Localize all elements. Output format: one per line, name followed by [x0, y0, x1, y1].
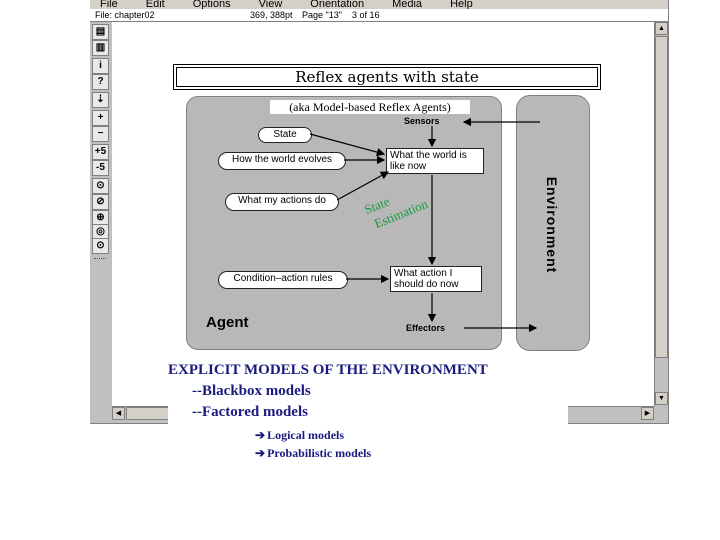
blackbox-models-item: --Blackbox models: [192, 383, 311, 399]
scroll-down-icon[interactable]: ▼: [655, 392, 668, 405]
back-5-icon[interactable]: -5: [92, 160, 109, 176]
logical-models-item: ➔Logical models: [255, 428, 344, 443]
status-page-count: 3 of 16: [352, 10, 380, 20]
scroll-left-icon[interactable]: ◀: [112, 407, 125, 420]
state-estimation-annotation: State Estimation: [360, 180, 450, 231]
prev-page-icon[interactable]: −: [92, 126, 109, 142]
scroll-right-icon[interactable]: ▶: [641, 407, 654, 420]
logical-models-label: Logical models: [267, 428, 345, 442]
help-icon[interactable]: ?: [92, 74, 109, 90]
vertical-scrollbar[interactable]: ▲ ▼: [654, 22, 668, 406]
condition-action-rules-node: Condition–action rules: [218, 271, 348, 289]
slide-subtitle: (aka Model-based Reflex Agents): [270, 100, 470, 114]
menu-bar: File Edit Options View Orientation Media Help: [90, 0, 668, 9]
status-page: Page "13": [302, 10, 342, 20]
menu-orientation[interactable]: Orientation: [310, 0, 365, 9]
explicit-models-heading: EXPLICIT MODELS OF THE ENVIRONMENT: [168, 362, 488, 378]
menu-edit[interactable]: Edit: [145, 0, 165, 9]
world-state-box: What the world is like now: [386, 148, 484, 174]
status-bar: File: chapter02 369, 388pt Page "13" 3 o…: [90, 9, 668, 22]
sensors-label: Sensors: [404, 116, 440, 126]
environment-label-wrap: Environment: [532, 120, 572, 330]
agent-panel: [186, 96, 502, 350]
arrow-right-icon: ➔: [255, 428, 266, 442]
menu-view[interactable]: View: [258, 0, 283, 9]
state-node: State: [258, 127, 312, 143]
scroll-up-icon[interactable]: ▲: [655, 22, 668, 35]
goto-page-icon[interactable]: ⇣: [92, 92, 109, 108]
action-choice-box: What action I should do now: [390, 266, 482, 292]
open-icon[interactable]: ▤: [92, 24, 109, 40]
explicit-models-block: EXPLICIT MODELS OF THE ENVIRONMENT --Bla…: [168, 360, 568, 424]
slide-title: Reflex agents with state: [173, 64, 601, 90]
status-filename: File: chapter02: [95, 10, 155, 20]
vertical-scroll-thumb[interactable]: [655, 36, 668, 358]
mark-icon[interactable]: ⊙: [92, 238, 109, 254]
agent-label: Agent: [206, 314, 249, 331]
what-my-actions-do-node: What my actions do: [225, 193, 339, 211]
toolbar-divider: [94, 258, 106, 259]
print-icon[interactable]: ▥: [92, 40, 109, 56]
how-world-evolves-node: How the world evolves: [218, 152, 346, 170]
info-icon[interactable]: i: [92, 58, 109, 74]
forward-5-icon[interactable]: +5: [92, 144, 109, 160]
menu-media[interactable]: Media: [392, 0, 423, 9]
probabilistic-models-item: ➔Probabilistic models: [255, 446, 371, 461]
environment-label: Environment: [544, 176, 560, 274]
environment-panel: [516, 95, 590, 351]
menu-options[interactable]: Options: [192, 0, 231, 9]
menu-file[interactable]: File: [100, 0, 118, 9]
effectors-label: Effectors: [406, 323, 446, 333]
side-toolbar: ▤ ▥ i ? ⇣ + − +5 -5 ⊙ ⊘ ⊕ ◎ ⊙: [90, 22, 111, 422]
probabilistic-models-label: Probabilistic models: [267, 446, 372, 460]
arrow-right-icon: ➔: [255, 446, 266, 460]
status-coordinates: 369, 388pt: [250, 10, 293, 20]
factored-models-item: --Factored models: [192, 404, 308, 420]
zoom-in-icon[interactable]: ⊙: [92, 178, 109, 194]
zoom-out-icon[interactable]: ⊘: [92, 194, 109, 210]
menu-help[interactable]: Help: [450, 0, 473, 9]
next-page-icon[interactable]: +: [92, 110, 109, 126]
